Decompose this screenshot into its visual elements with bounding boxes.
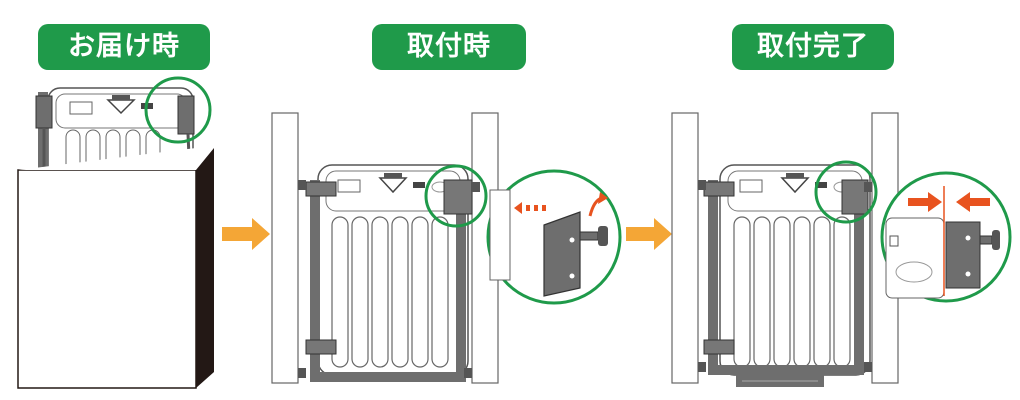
step-label-installing: 取付時 <box>372 24 526 70</box>
step-label-complete: 取付完了 <box>732 24 894 70</box>
left-arrow-icon <box>956 192 990 212</box>
complete-illustration <box>671 112 1012 387</box>
highlight-circle <box>814 160 878 224</box>
highlight-circle <box>144 76 212 144</box>
dashed-arrow-icon <box>514 202 522 214</box>
right-arrow-icon <box>626 218 672 250</box>
right-arrow-icon <box>908 192 942 212</box>
delivery-illustration <box>17 76 214 389</box>
right-arrow-icon <box>222 218 270 250</box>
step-label-delivery: お届け時 <box>38 24 210 70</box>
highlight-circle <box>424 164 488 228</box>
installing-illustration <box>271 112 622 384</box>
